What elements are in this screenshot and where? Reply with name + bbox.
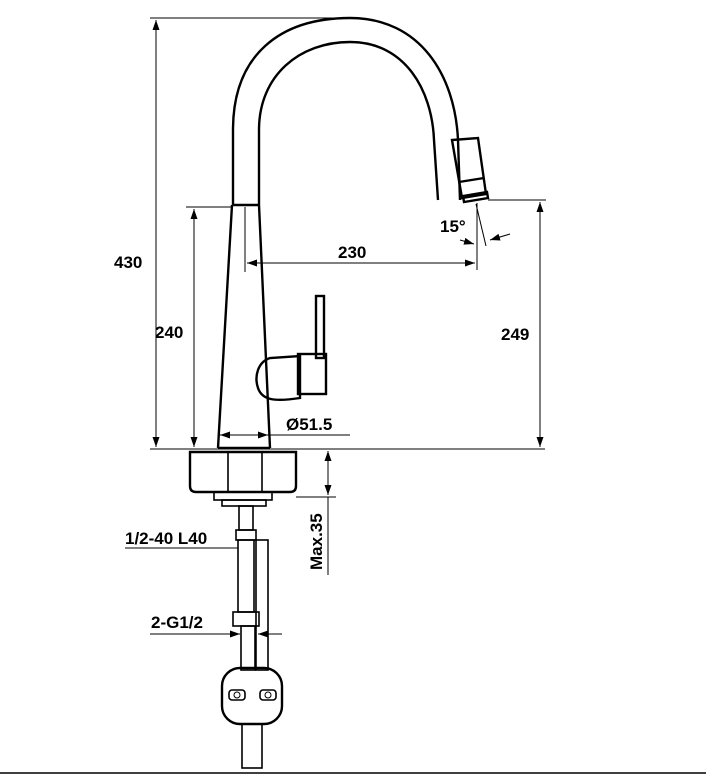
supply-hoses xyxy=(232,505,269,671)
dimension-body-height xyxy=(186,206,232,447)
label-connection: 2-G1/2 xyxy=(151,613,203,632)
lever-handle xyxy=(255,294,328,402)
label-counter-thickness: Max.35 xyxy=(307,513,326,570)
label-base-diameter: Ø51.5 xyxy=(286,415,332,434)
dimension-spout-reach xyxy=(244,203,478,272)
faucet-body xyxy=(216,203,272,450)
label-spray-angle: 15° xyxy=(440,217,466,236)
label-hose-spec: 1/2-40 L40 xyxy=(125,529,207,548)
dimension-spray-angle xyxy=(459,203,511,247)
mounting-base xyxy=(150,448,545,507)
dimension-spout-clearance xyxy=(488,199,546,447)
label-total-height: 430 xyxy=(114,253,142,272)
diverter-block xyxy=(220,666,284,769)
dimension-total-height xyxy=(150,17,350,447)
spray-head xyxy=(450,136,490,204)
label-spout-reach: 230 xyxy=(338,243,366,262)
label-body-height: 240 xyxy=(155,323,183,342)
gooseneck-spout xyxy=(231,16,462,205)
dimension-counter-thickness xyxy=(296,451,336,575)
label-spout-clearance: 249 xyxy=(501,325,529,344)
